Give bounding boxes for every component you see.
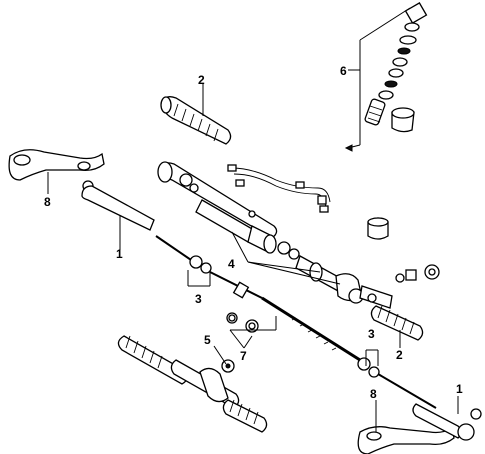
pressure-lines — [227, 164, 331, 213]
callout-5: 5 — [204, 333, 211, 347]
steering-knuckle-arm-left — [8, 149, 105, 194]
rack-boot-lower — [370, 305, 424, 348]
rack-assembly-lower — [117, 335, 268, 433]
rack-housing — [157, 161, 278, 254]
callout-2-bottom: 2 — [396, 348, 403, 362]
callout-6: 6 — [340, 64, 347, 78]
mount-bushing — [367, 217, 389, 240]
callout-3-left: 3 — [195, 292, 202, 306]
rack-and-pinion-assembly — [231, 231, 440, 309]
steering-knuckle-arm-right — [357, 400, 455, 454]
callout-4: 4 — [228, 257, 235, 271]
callout-7: 7 — [240, 349, 247, 363]
callout-brackets — [187, 270, 379, 366]
callout-8-left: 8 — [44, 195, 51, 209]
rack-boot-upper — [160, 84, 232, 145]
callout-3-right: 3 — [368, 327, 375, 341]
inner-tie-rods — [155, 235, 437, 409]
tie-rod-end-right — [412, 396, 482, 441]
seal-rings — [226, 312, 259, 349]
tie-rod-end-left — [81, 180, 155, 250]
callout-8-right: 8 — [370, 387, 377, 401]
callout-1-left: 1 — [116, 247, 123, 261]
valve-seal-kit — [344, 2, 428, 152]
callout-1-right: 1 — [456, 382, 463, 396]
callout-2-top: 2 — [198, 73, 205, 87]
